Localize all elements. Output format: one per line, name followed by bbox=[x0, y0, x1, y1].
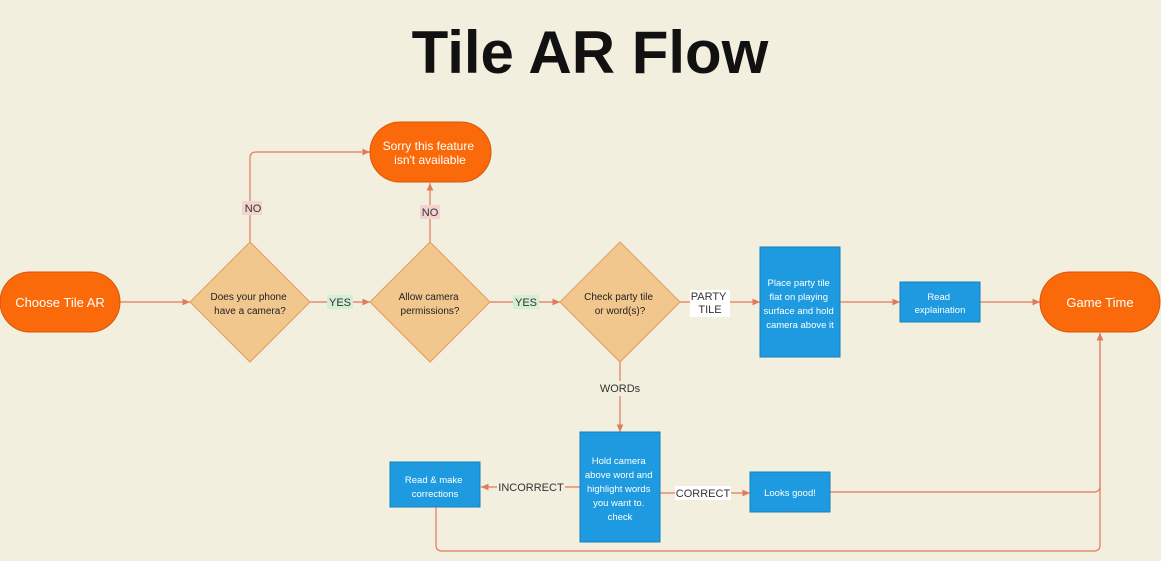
label-words: WORDs bbox=[598, 381, 642, 396]
label-party-tile: PARTY TILE bbox=[690, 290, 730, 317]
node-read-explanation: Read explaination bbox=[899, 281, 981, 323]
node-looks-good-line-1: Looks good! bbox=[764, 488, 816, 499]
node-read-explanation-line-2: explaination bbox=[915, 305, 966, 316]
node-has-camera-line-1: Does your phone bbox=[211, 292, 288, 303]
node-read-explanation-text: Read explaination bbox=[915, 292, 966, 316]
diagram-title: Tile AR Flow bbox=[412, 19, 769, 86]
node-place-tile: Place party tile flat on playing surface… bbox=[759, 246, 841, 358]
node-place-tile-text: Place party tile flat on playing surface… bbox=[764, 278, 837, 331]
label-party-tile-line-1: PARTY bbox=[691, 291, 727, 303]
node-hold-camera-line-3: highlight words bbox=[587, 484, 651, 495]
node-game-time: Game Time bbox=[1039, 271, 1161, 333]
label-party-tile-line-2: TILE bbox=[698, 304, 721, 316]
label-words-text: WORDs bbox=[600, 383, 641, 395]
node-check-type-text: Check party tile or word(s)? bbox=[584, 292, 656, 317]
node-start: Choose Tile AR bbox=[0, 271, 121, 333]
node-hold-camera: Hold camera above word and highlight wor… bbox=[579, 431, 661, 543]
node-allow-camera-line-1: Allow camera bbox=[399, 292, 459, 303]
node-start-text: Choose Tile AR bbox=[15, 295, 105, 310]
node-allow-camera: Allow camera permissions? bbox=[369, 241, 491, 363]
label-no-permission: NO bbox=[420, 205, 440, 219]
node-hold-camera-line-4: you want to. bbox=[593, 498, 644, 509]
node-read-explanation-line-1: Read bbox=[927, 292, 950, 303]
label-no-camera-text: NO bbox=[245, 203, 262, 215]
node-check-type: Check party tile or word(s)? bbox=[559, 241, 681, 363]
label-yes-camera-text: YES bbox=[329, 297, 351, 309]
node-place-tile-line-4: camera above it bbox=[766, 320, 834, 331]
label-party-tile-text: PARTY TILE bbox=[691, 291, 730, 316]
node-check-type-line-1: Check party tile bbox=[584, 292, 653, 303]
node-check-type-line-2: or word(s)? bbox=[595, 306, 646, 317]
node-read-corrections: Read & make corrections bbox=[389, 461, 481, 508]
node-place-tile-line-3: surface and hold bbox=[764, 306, 834, 317]
node-unavailable: Sorry this feature isn't available bbox=[369, 121, 492, 183]
node-has-camera-text: Does your phone have a camera? bbox=[211, 292, 290, 317]
label-correct: CORRECT bbox=[675, 486, 731, 500]
label-incorrect: INCORRECT bbox=[497, 480, 565, 494]
label-yes-camera: YES bbox=[327, 295, 353, 309]
node-looks-good-text: Looks good! bbox=[764, 488, 816, 499]
node-hold-camera-line-1: Hold camera bbox=[592, 456, 647, 467]
node-game-time-line-1: Game Time bbox=[1066, 295, 1133, 310]
edge-labels: NO NO YES YES PARTY TILE WORDs INCORRE bbox=[242, 201, 731, 500]
label-no-permission-text: NO bbox=[422, 207, 439, 219]
node-place-tile-line-1: Place party tile bbox=[768, 278, 830, 289]
label-incorrect-text: INCORRECT bbox=[498, 482, 564, 494]
label-yes-permission: YES bbox=[513, 295, 539, 309]
node-looks-good: Looks good! bbox=[749, 471, 831, 513]
node-hold-camera-line-5: check bbox=[608, 512, 633, 523]
edge-corrections-to-game bbox=[435, 333, 1104, 552]
node-unavailable-line-1: Sorry this feature bbox=[383, 139, 475, 153]
node-game-time-text: Game Time bbox=[1066, 295, 1133, 310]
node-read-corrections-line-1: Read & make bbox=[405, 475, 463, 486]
edge-camera-no bbox=[249, 148, 370, 242]
label-no-camera: NO bbox=[242, 201, 262, 215]
node-unavailable-line-2: isn't available bbox=[394, 153, 466, 167]
node-place-tile-line-2: flat on playing bbox=[769, 292, 828, 303]
node-allow-camera-line-2: permissions? bbox=[401, 306, 460, 317]
node-read-corrections-text: Read & make corrections bbox=[405, 475, 465, 500]
node-read-corrections-line-2: corrections bbox=[412, 489, 459, 500]
node-allow-camera-text: Allow camera permissions? bbox=[399, 292, 462, 317]
node-has-camera: Does your phone have a camera? bbox=[189, 241, 311, 363]
edge-looks-good-to-game bbox=[830, 333, 1104, 493]
node-hold-camera-text: Hold camera above word and highlight wor… bbox=[585, 456, 655, 523]
label-correct-text: CORRECT bbox=[676, 488, 731, 500]
node-start-line-1: Choose Tile AR bbox=[15, 295, 105, 310]
node-hold-camera-line-2: above word and bbox=[585, 470, 653, 481]
label-yes-permission-text: YES bbox=[515, 297, 537, 309]
node-has-camera-line-2: have a camera? bbox=[214, 306, 286, 317]
node-unavailable-text: Sorry this feature isn't available bbox=[383, 139, 478, 167]
